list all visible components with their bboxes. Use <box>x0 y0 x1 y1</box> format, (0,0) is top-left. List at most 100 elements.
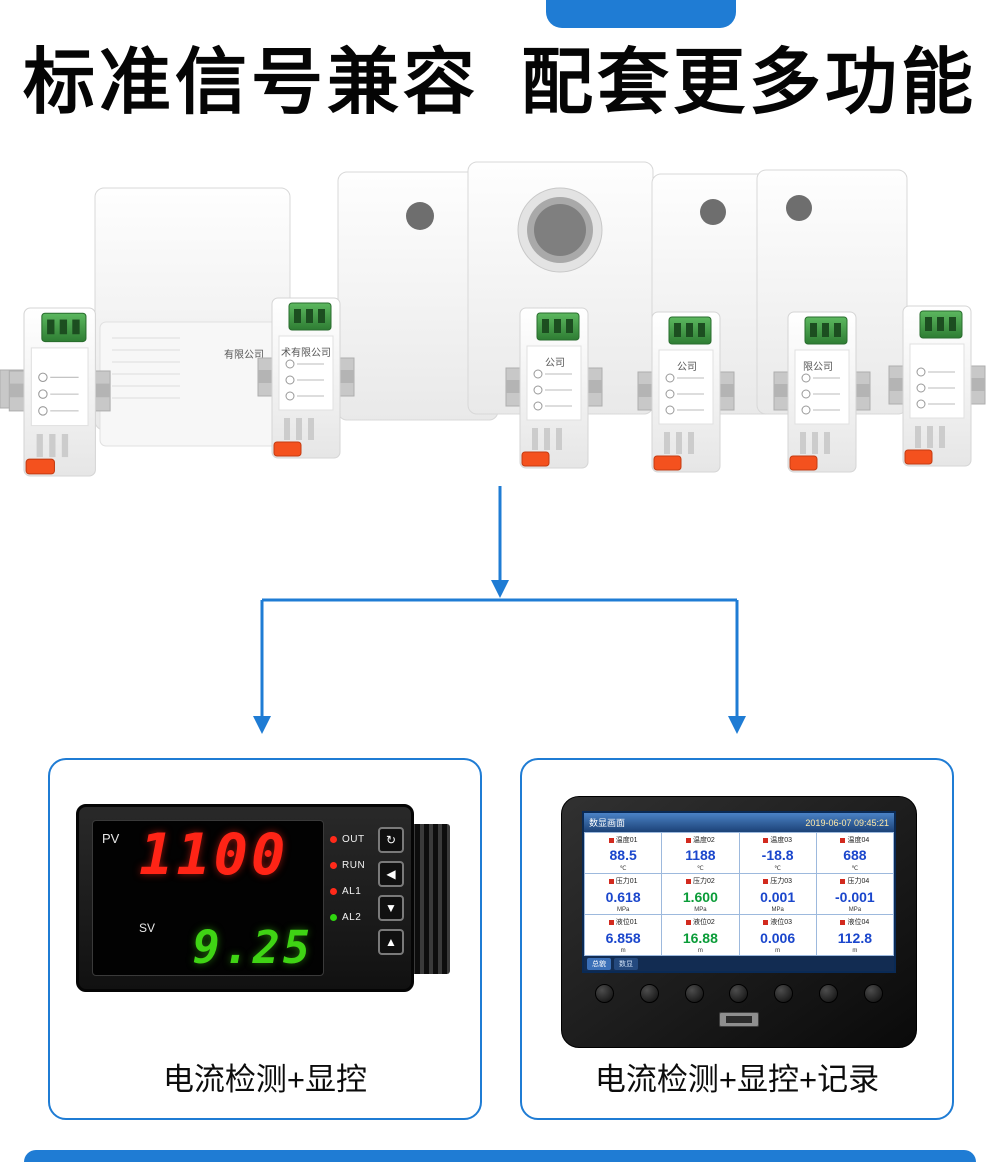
channel-value: -0.001 <box>835 888 875 905</box>
channel-name: 温度03 <box>770 837 793 844</box>
page-title: 标准信号兼容配套更多功能 <box>0 43 1000 123</box>
channel-icon <box>685 919 691 925</box>
flow-arrows <box>253 486 746 734</box>
meter-buttons: ↻ ◀ ▼ ▲ <box>378 827 404 963</box>
din-module: 限公司 <box>773 311 871 473</box>
meter-down-button-icon: ▼ <box>378 895 404 921</box>
module-label: 术有限公司 <box>281 346 331 359</box>
channel-unit: ℃ <box>697 866 704 872</box>
channel-value: 1.600 <box>682 888 718 905</box>
channel-grid: 温度01 88.5 ℃ 温度02 1188 ℃ 温度03 -18.8 ℃ <box>584 832 894 956</box>
al2-led-icon <box>330 914 337 921</box>
channel-unit: m <box>697 948 703 954</box>
channel-cell: 液位04 112.8 m <box>816 915 893 955</box>
channel-name: 温度04 <box>847 837 870 844</box>
channel-unit: ℃ <box>851 866 859 872</box>
left-card-caption: 电流检测+显控 <box>162 1062 368 1097</box>
channel-cell: 压力02 1.600 MPa <box>662 874 739 914</box>
channel-cell: 温度04 688 ℃ <box>816 833 893 873</box>
channel-cell: 温度01 88.5 ℃ <box>585 833 662 873</box>
top-section-tab <box>546 0 736 28</box>
screen-header: 数显画面 2019-06-07 09:45:21 <box>584 813 894 832</box>
indicator-label: OUT <box>342 834 365 845</box>
din-module <box>888 305 986 467</box>
channel-cell: 压力04 -0.001 MPa <box>816 874 893 914</box>
indicator-label: RUN <box>342 860 366 871</box>
module-label: 有限公司 <box>224 348 264 361</box>
left-product-card: PV 1100 SV 9.25 OUT RUN <box>48 758 482 1120</box>
channel-value: 0.001 <box>760 888 796 905</box>
channel-icon <box>840 837 846 843</box>
channel-name: 温度01 <box>615 837 638 844</box>
recorder-button <box>819 984 839 1003</box>
through-hole-icon <box>786 195 812 221</box>
channel-icon <box>608 919 614 925</box>
next-section-edge <box>24 1150 976 1162</box>
module-label: 限公司 <box>803 361 833 373</box>
recorder-button <box>595 984 614 1003</box>
channel-name: 温度02 <box>692 837 715 844</box>
channel-unit: m <box>852 948 858 954</box>
channel-unit: MPa <box>616 907 630 913</box>
through-hole-icon <box>700 199 726 225</box>
screen-datetime: 2019-06-07 09:45:21 <box>805 817 889 828</box>
channel-icon <box>685 878 691 884</box>
al1-led-icon <box>330 888 337 895</box>
page-title-left: 标准信号兼容 <box>22 43 479 123</box>
din-module: 有限公司 <box>8 307 291 477</box>
channel-name: 压力01 <box>615 878 638 885</box>
recorder-buttons <box>595 984 883 1003</box>
channel-icon <box>763 919 769 925</box>
channel-cell: 温度03 -18.8 ℃ <box>739 833 816 873</box>
channel-value: 16.88 <box>682 929 718 946</box>
meter-bezel: PV 1100 SV 9.25 OUT RUN <box>76 804 414 992</box>
channel-icon <box>763 878 769 884</box>
screen-tab-digits: 数显 <box>614 957 638 970</box>
through-hole-icon <box>406 202 434 230</box>
channel-icon <box>840 919 846 925</box>
channel-unit: MPa <box>848 907 862 913</box>
recorder-button <box>639 984 659 1003</box>
right-card-caption: 电流检测+显控+记录 <box>594 1062 880 1097</box>
recorder-button <box>729 984 749 1003</box>
indicator-out: OUT <box>330 834 365 845</box>
channel-value: 688 <box>843 847 867 863</box>
din-module: 公司 <box>637 311 735 473</box>
recorder-button <box>684 984 704 1003</box>
paperless-recorder: 数显画面 2019-06-07 09:45:21 温度01 88.5 ℃ 温度0… <box>561 796 917 1048</box>
indicator-al2: AL2 <box>330 912 365 923</box>
channel-name: 液位04 <box>847 919 870 926</box>
channel-cell: 液位03 0.006 m <box>739 915 816 955</box>
channel-name: 压力04 <box>847 878 870 885</box>
recorder-screen: 数显画面 2019-06-07 09:45:21 温度01 88.5 ℃ 温度0… <box>582 811 896 973</box>
channel-name: 压力02 <box>692 878 715 885</box>
module-label: 公司 <box>677 362 697 373</box>
channel-value: 0.618 <box>605 888 641 905</box>
channel-unit: MPa <box>694 907 707 913</box>
run-led-icon <box>330 862 337 869</box>
out-led-icon <box>330 836 337 843</box>
sv-value: 9.25 <box>192 921 313 974</box>
recorder-button <box>863 984 883 1003</box>
screen-tab-overview: 总貌 <box>587 957 611 970</box>
panel-meter: PV 1100 SV 9.25 OUT RUN <box>76 804 450 992</box>
indicator-label: AL1 <box>342 886 362 897</box>
module-label: 公司 <box>545 358 565 369</box>
channel-unit: MPa <box>771 907 784 913</box>
meter-display: PV 1100 SV 9.25 <box>92 820 324 976</box>
recorder-button <box>774 984 794 1003</box>
usb-port <box>719 1012 759 1027</box>
screen-footer: 总貌 数显 <box>584 956 894 971</box>
channel-value: 0.006 <box>760 929 796 946</box>
channel-unit: ℃ <box>774 866 781 872</box>
channel-cell: 液位01 6.858 m <box>585 915 662 955</box>
channel-icon <box>763 837 769 843</box>
channel-icon <box>685 837 691 843</box>
channel-icon <box>840 878 846 884</box>
channel-unit: m <box>775 948 781 954</box>
meter-shift-button-icon: ◀ <box>378 861 404 887</box>
channel-unit: ℃ <box>619 866 627 872</box>
channel-icon <box>608 837 614 843</box>
channel-cell: 压力03 0.001 MPa <box>739 874 816 914</box>
